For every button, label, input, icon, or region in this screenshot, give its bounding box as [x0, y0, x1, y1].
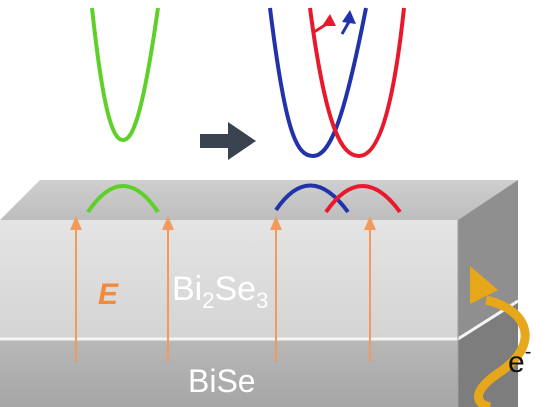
green-surface-arc: [86, 184, 160, 214]
bise-side-face: [458, 302, 518, 407]
red-surface-arc: [324, 184, 402, 214]
bi2se3-label-sub1: 2: [202, 288, 214, 313]
blue-surface-arc: [274, 183, 350, 214]
field-arrow: [70, 216, 82, 362]
electron-label-sup: -: [525, 341, 532, 363]
curved-arrow-icon: [470, 266, 530, 407]
field-arrow: [364, 216, 376, 362]
electron-label-e: e: [508, 346, 525, 379]
bi2se3-label-bi: Bi: [172, 270, 202, 308]
electron-label: e-: [508, 341, 531, 379]
spin-arrow-icon: [313, 14, 336, 34]
spin-arrow-icon: [340, 10, 356, 35]
bi2se3-label: Bi2Se3: [172, 270, 268, 313]
field-arrow: [270, 216, 282, 362]
red-band-parabola: [308, 7, 406, 159]
bise-label: BiSe: [188, 363, 256, 399]
field-arrows: [70, 216, 376, 362]
field-arrow: [162, 216, 174, 362]
blue-band-parabola: [268, 7, 368, 159]
bi2se3-label-sub2: 3: [256, 288, 268, 313]
field-label: E: [98, 278, 119, 311]
right-arrow-icon: [200, 122, 256, 160]
green-band-parabola: [90, 7, 160, 143]
bi2se3-label-se: Se: [214, 270, 256, 308]
bi2se3-top-face: [0, 180, 518, 220]
